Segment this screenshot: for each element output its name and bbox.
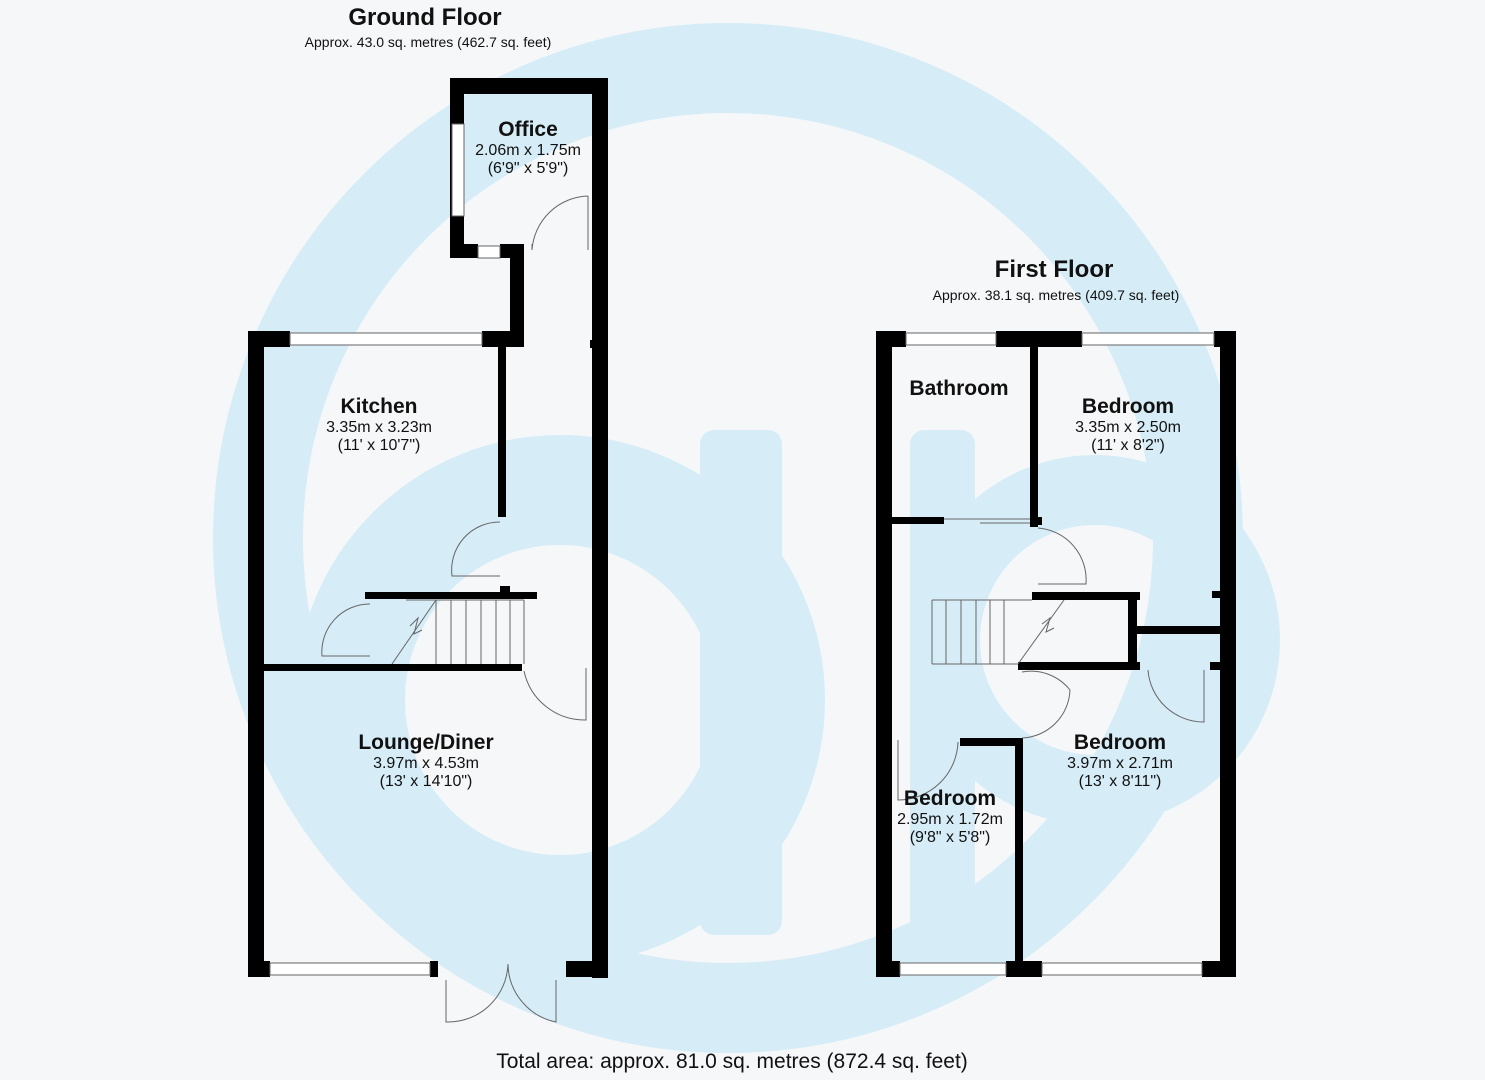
room-label-office: Office 2.06m x 1.75m (6'9" x 5'9") bbox=[475, 118, 581, 178]
ground-floor-title: Ground Floor bbox=[348, 4, 502, 31]
room-dimensions-imperial: (11' x 10'7") bbox=[337, 437, 421, 454]
room-dimensions-imperial: (13' x 14'10") bbox=[379, 773, 473, 790]
room-dimensions-metric: 3.35m x 2.50m bbox=[1075, 419, 1181, 436]
room-dimensions-imperial: (13' x 8'11") bbox=[1078, 773, 1162, 790]
room-name: Bedroom bbox=[903, 787, 997, 810]
first-floor-plan bbox=[876, 331, 1236, 977]
room-name: Bedroom bbox=[1081, 395, 1175, 418]
room-dimensions-metric: 2.06m x 1.75m bbox=[475, 142, 581, 159]
first-floor-fixtures bbox=[897, 332, 1215, 976]
room-label-bedroom-3: Bedroom 2.95m x 1.72m (9'8" x 5'8") bbox=[897, 787, 1003, 847]
room-name: Bedroom bbox=[1073, 731, 1167, 754]
first-floor-title: First Floor bbox=[994, 256, 1114, 283]
room-label-bedroom-1: Bedroom 3.35m x 2.50m (11' x 8'2") bbox=[1075, 395, 1181, 455]
room-dimensions-metric: 3.35m x 3.23m bbox=[326, 419, 432, 436]
room-dimensions-imperial: (11' x 8'2") bbox=[1091, 437, 1165, 454]
ground-floor-area: Approx. 43.0 sq. metres (462.7 sq. feet) bbox=[304, 34, 552, 50]
room-label-lounge-diner: Lounge/Diner 3.97m x 4.53m (13' x 14'10"… bbox=[358, 731, 493, 791]
room-name: Kitchen bbox=[340, 395, 418, 418]
room-dimensions-metric: 2.95m x 1.72m bbox=[897, 811, 1003, 828]
room-dimensions-metric: 3.97m x 4.53m bbox=[373, 755, 479, 772]
room-dimensions-metric: 3.97m x 2.71m bbox=[1067, 755, 1173, 772]
room-name: Bathroom bbox=[909, 377, 1009, 400]
room-label-bathroom: Bathroom bbox=[909, 377, 1008, 401]
room-name: Office bbox=[498, 118, 558, 141]
room-dimensions-imperial: (9'8" x 5'8") bbox=[909, 829, 991, 846]
ground-floor-plan bbox=[248, 78, 608, 978]
ground-floor-fixtures bbox=[269, 123, 589, 1023]
room-name: Lounge/Diner bbox=[358, 731, 494, 754]
first-floor-area: Approx. 38.1 sq. metres (409.7 sq. feet) bbox=[932, 287, 1180, 303]
room-label-bedroom-2: Bedroom 3.97m x 2.71m (13' x 8'11") bbox=[1067, 731, 1173, 791]
total-area: Total area: approx. 81.0 sq. metres (872… bbox=[496, 1050, 968, 1073]
room-dimensions-imperial: (6'9" x 5'9") bbox=[487, 160, 569, 177]
room-label-kitchen: Kitchen 3.35m x 3.23m (11' x 10'7") bbox=[326, 395, 432, 455]
